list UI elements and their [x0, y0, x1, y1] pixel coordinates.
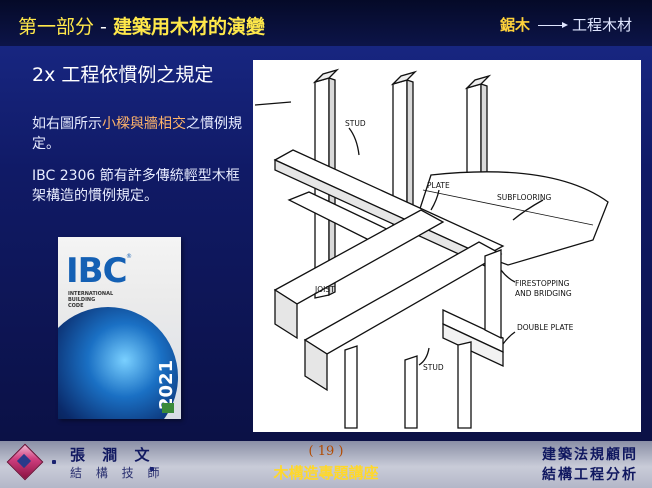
breadcrumb-current: 鋸木	[499, 16, 530, 34]
description-paragraph-2: IBC 2306 節有許多傳統輕型木框架構造的慣例規定。	[32, 168, 240, 204]
stud-top-right-cap	[464, 74, 492, 90]
book-line-1: INTERNATIONAL	[68, 291, 114, 297]
label-stud-bottom: STUD	[423, 363, 444, 372]
leader-stud-bottom	[418, 347, 430, 366]
slide-title: 第一部分 - 建築用木材的演變	[18, 12, 265, 39]
label-firestopping-2: AND BRIDGING	[515, 289, 572, 298]
ibc-logo: IBC	[66, 251, 128, 291]
bullet-dot-icon	[52, 460, 56, 464]
leader-plate	[430, 189, 440, 211]
book-line-2: BUILDING	[68, 297, 96, 303]
framing-diagram: STUD PLATE SUBFLOORING JOIST FIRESTOPPIN…	[253, 60, 641, 432]
para1-text-start: 如右圖所示	[32, 116, 102, 132]
leader-firestopping	[500, 269, 516, 283]
label-firestopping-1: FIRESTOPPING	[515, 279, 570, 288]
label-plate: PLATE	[427, 181, 450, 190]
publisher-badge-icon	[162, 403, 174, 413]
ruler-line	[254, 101, 292, 106]
registered-mark: ®	[126, 253, 132, 260]
label-subflooring: SUBFLOORING	[497, 193, 551, 202]
title-part-label: 第一部分	[18, 16, 95, 38]
subflooring-edge	[422, 189, 594, 226]
title-separator: -	[94, 16, 113, 38]
para1-highlight: 小樑與牆相交	[102, 116, 186, 132]
header-bar: 第一部分 - 建築用木材的演變 鋸木 工程木材	[0, 0, 652, 46]
double-plate-2	[442, 322, 504, 368]
bullet-dot-icon	[150, 467, 154, 471]
arrow-right-icon	[537, 22, 568, 28]
leader-stud-top	[348, 127, 360, 156]
leader-double-plate	[502, 331, 516, 345]
footer-bar: 張 澗 文 結 構 技 師 ( 19 ) 木構造專題講座 建築法規顧問 結構工程…	[0, 441, 652, 488]
footer-right-line-2: 結構工程分析	[542, 467, 638, 483]
firestop-block	[484, 249, 502, 340]
book-line-3: CODE	[68, 303, 84, 309]
para1-text-end: 之慣例規定。	[32, 116, 242, 152]
stud-bottom-left	[344, 345, 358, 429]
stud-top-middle-cap	[390, 70, 418, 86]
section-subtitle: 2x 工程依慣例之規定	[32, 64, 214, 86]
label-double-plate: DOUBLE PLATE	[517, 323, 574, 332]
ibc-book-cover: IBC ® INTERNATIONAL BUILDING CODE 2021	[58, 237, 181, 419]
footer-right-line-1: 建築法規顧問	[542, 447, 638, 463]
joist-lower-end	[304, 338, 328, 392]
page-number: ( 19 )	[308, 444, 344, 459]
framing-diagram-svg: STUD PLATE SUBFLOORING JOIST FIRESTOPPIN…	[254, 68, 609, 429]
stud-bottom-middle	[404, 355, 418, 429]
label-joist: JOIST	[314, 285, 335, 294]
leader-subflooring	[512, 199, 544, 221]
description-paragraph-1: 如右圖所示小樑與牆相交之慣例規定。	[32, 114, 252, 154]
joist-upper-end	[274, 288, 298, 340]
title-topic: 建築用木材的演變	[112, 16, 265, 38]
stud-bottom-right	[457, 341, 472, 429]
breadcrumb: 鋸木 工程木材	[500, 14, 632, 35]
breadcrumb-next: 工程木材	[571, 16, 632, 34]
course-title: 木構造專題講座	[273, 464, 379, 482]
author-name: 張 澗 文	[70, 446, 156, 464]
stud-top-left-cap	[312, 68, 340, 84]
label-stud-top: STUD	[345, 119, 366, 128]
author-role: 結 構 技 師	[70, 466, 165, 480]
